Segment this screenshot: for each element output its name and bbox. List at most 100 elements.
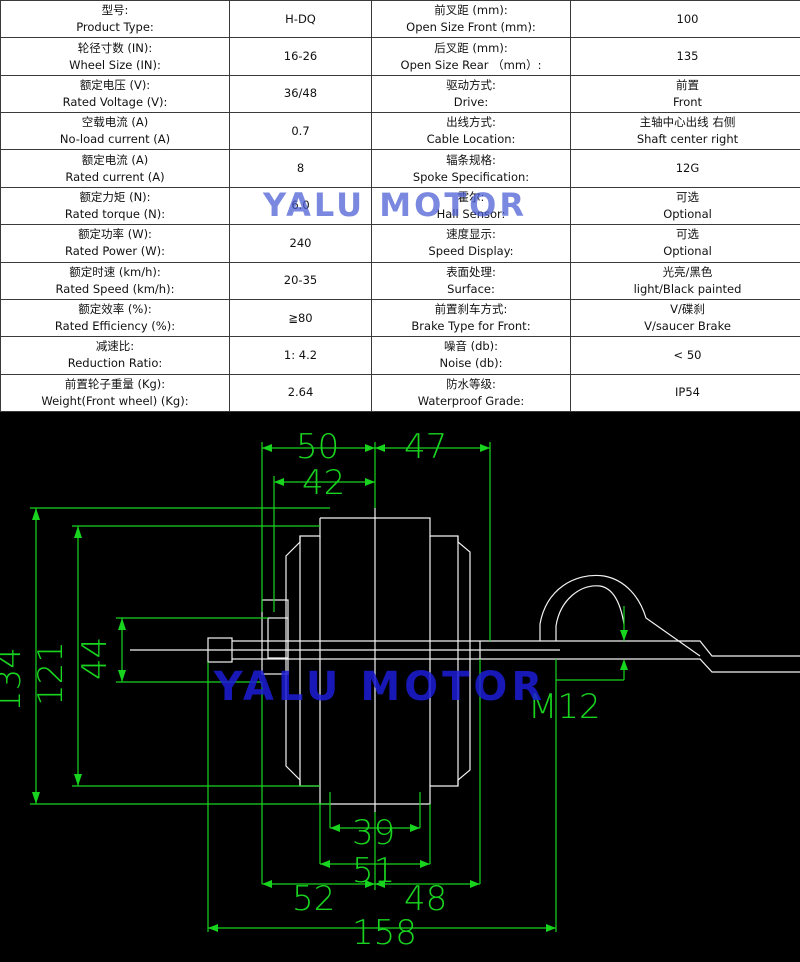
spec-row: 额定电压 (V):Rated Voltage (V):36/48 驱动方式: Dri… (0, 74, 800, 114)
spec-value-2-text: 135 (676, 49, 699, 64)
spec-label-text: Weight(Front wheel) (Kg): (41, 393, 189, 408)
spec-label-text: Rated torque (N): (64, 206, 166, 221)
spec-label-2-text: 前叉距 (mm): (434, 3, 508, 18)
spec-value: H-DQ (229, 0, 372, 39)
spec-label-text: 减速比: (95, 339, 135, 354)
spec-label-2-text: Surface: (447, 281, 495, 296)
spec-value-2-text: 可选 (676, 189, 699, 204)
motor-drawing: 50 47 42 134 121 44 M12 39 51 52 48 158 … (0, 412, 800, 962)
spec-value-2-text: Optional (663, 206, 712, 221)
spec-label-text: Rated Efficiency (%): (54, 319, 176, 334)
spec-value: 1: 4.2 (229, 336, 372, 375)
dim-50: 50 (296, 427, 339, 467)
spec-label: 额定功率 (W):Rated Power (W): (0, 224, 230, 263)
spec-value-2-text: light/Black painted (633, 281, 742, 296)
spec-label-2-text: 驱动方式: (446, 77, 496, 92)
spec-value-2-text: Shaft center right (636, 132, 739, 147)
spec-label-2-text: Brake Type for Front: (411, 319, 531, 334)
dim-47: 47 (404, 427, 447, 467)
spec-label-2-text: 速度显示: (446, 227, 496, 242)
spec-value: 0.7 (229, 112, 372, 151)
spec-value-2: 135 (570, 37, 800, 76)
spec-label-text: 额定力矩 (N): (79, 189, 151, 204)
spec-label-2: 驱动方式: Drive: (371, 74, 571, 114)
spec-label-text: Product Type: (76, 20, 154, 35)
spec-value-2-text: 可选 (676, 227, 699, 242)
spec-label-2-text: 噪音 (db): (443, 339, 499, 354)
spec-label-2: 噪音 (db): Noise (db): (371, 336, 571, 375)
spec-label-text: 额定电压 (V): (79, 77, 151, 92)
spec-value-2: < 50 (570, 336, 800, 375)
spec-value-2-text: < 50 (673, 347, 702, 362)
spec-label-text: 前置轮子重量 (Kg): (64, 376, 166, 391)
spec-value: 20-35 (229, 261, 372, 300)
spec-value-2-text: V/saucer Brake (644, 319, 731, 334)
spec-label: 额定电压 (V):Rated Voltage (V): (0, 74, 230, 114)
spec-label-text: 额定时速 (km/h): (69, 264, 161, 279)
spec-label-text: Rated Speed (km/h): (55, 281, 175, 296)
spec-value-2-text: 主轴中心出线 右侧 (639, 115, 736, 130)
dim-48: 48 (404, 879, 447, 919)
spec-value-2: 光亮/黑色 light/Black painted (570, 261, 800, 300)
spec-value-2-text: 12G (675, 161, 700, 176)
spec-value-2-text: Front (672, 94, 703, 109)
dimension-arrows (32, 444, 628, 932)
spec-value-text: 16-26 (283, 49, 318, 64)
spec-value-2-text: 光亮/黑色 (662, 264, 713, 279)
spec-label: 额定时速 (km/h): Rated Speed (km/h): (0, 261, 230, 300)
spec-value: ≧80 (229, 298, 372, 338)
spec-label-text: Rated current (A) (65, 169, 165, 184)
spec-value-2: 主轴中心出线 右侧 Shaft center right (570, 112, 800, 151)
spec-label-text: Rated Power (W): (65, 244, 165, 259)
spec-label-2-text: Open Size Front (mm): (406, 20, 536, 35)
spec-label: 轮径寸数 (IN):Wheel Size (IN): (0, 37, 230, 76)
dim-134: 134 (0, 647, 29, 712)
dim-158: 158 (352, 913, 417, 953)
spec-value: 6.0 (229, 186, 372, 226)
spec-value-2-text: IP54 (675, 385, 700, 400)
spec-value-text: 1: 4.2 (283, 347, 318, 362)
spec-label-2-text: Spoke Specification: (412, 169, 530, 184)
spec-label-text: 轮径寸数 (IN): (77, 40, 153, 55)
motor-outline (130, 508, 800, 812)
spec-label-2: 霍尔:Hall Sensor: (371, 186, 571, 226)
spec-row: 额定力矩 (N): Rated torque (N): 6.0 霍尔:Hall Sen… (0, 186, 800, 226)
dim-44: 44 (75, 637, 115, 680)
spec-label-2: 前叉距 (mm): Open Size Front (mm): (371, 0, 571, 39)
dim-42: 42 (302, 463, 345, 503)
spec-value-2: IP54 (570, 373, 800, 413)
spec-label: 型号:Product Type: (0, 0, 230, 39)
spec-label-2: 速度显示:Speed Display: (371, 224, 571, 263)
drawing-svg: 50 47 42 134 121 44 M12 39 51 52 48 158 … (0, 427, 800, 953)
dim-51: 51 (352, 851, 395, 891)
spec-value-text: 6.0 (291, 198, 310, 213)
spec-label-2-text: Drive: (453, 94, 489, 109)
spec-label: 前置轮子重量 (Kg): Weight(Front wheel) (Kg): (0, 373, 230, 413)
spec-label-text: No-load current (A) (59, 132, 171, 147)
dim-39: 39 (352, 813, 395, 853)
dim-52: 52 (292, 879, 335, 919)
spec-label-2-text: Noise (db): (439, 356, 503, 371)
spec-label-2-text: 防水等级: (446, 376, 496, 391)
spec-value: 36/48 (229, 74, 372, 114)
spec-label-2: 表面处理:Surface: (371, 261, 571, 300)
spec-value-text: H-DQ (285, 11, 316, 26)
spec-label-2-text: Cable Location: (426, 132, 516, 147)
spec-table-body: 型号:Product Type: H-DQ 前叉距 (mm): Open Size F… (0, 0, 800, 413)
spec-label-2-text: 出线方式: (446, 115, 496, 130)
spec-label-2: 辐条规格:Spoke Specification: (371, 149, 571, 188)
spec-value-2: 12G (570, 149, 800, 188)
spec-label: 额定效率 (%):Rated Efficiency (%): (0, 298, 230, 338)
spec-label: 减速比:Reduction Ratio: (0, 336, 230, 375)
spec-value: 8 (229, 149, 372, 188)
spec-value-text: 8 (296, 161, 305, 176)
spec-value: 16-26 (229, 37, 372, 76)
spec-value-2: 可选 Optional (570, 186, 800, 226)
